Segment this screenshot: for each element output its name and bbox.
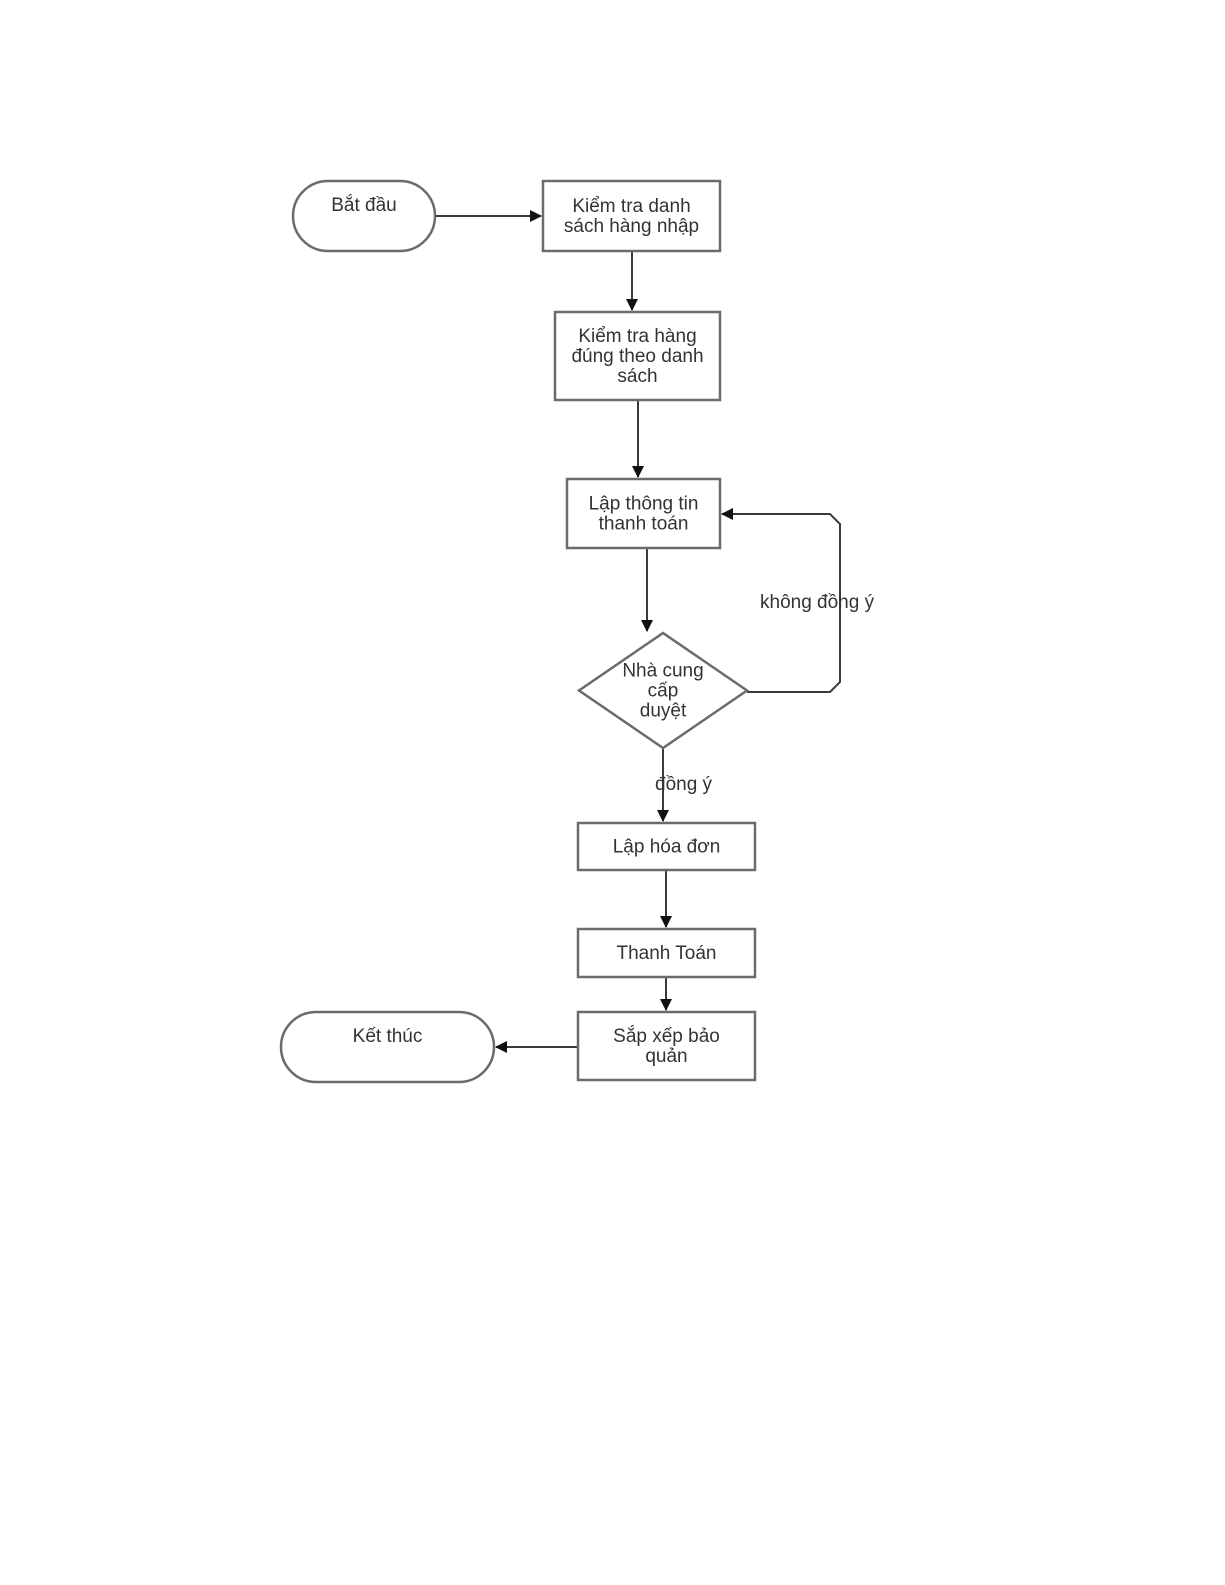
node-pay[interactable]: Thanh Toán — [578, 929, 755, 977]
node-label-supplier-approval: cấp — [648, 681, 679, 702]
node-label-supplier-approval: Nhà cung — [622, 661, 703, 682]
terminal-shape — [281, 1012, 494, 1082]
node-label-pay: Thanh Toán — [616, 943, 716, 964]
node-label-supplier-approval: duyệt — [640, 701, 687, 722]
edge-approval-to-invoice: đồng ý — [655, 748, 713, 821]
edge-label-approval-to-payment-info: không đồng ý — [760, 592, 875, 613]
node-invoice[interactable]: Lập hóa đơn — [578, 823, 755, 870]
node-label-invoice: Lập hóa đơn — [613, 837, 721, 858]
terminal-shape — [293, 181, 435, 251]
node-label-payment-info: Lập thông tin — [589, 494, 699, 515]
node-label-check-list: Kiểm tra danh — [572, 196, 690, 217]
node-label-check-list: sách hàng nhập — [564, 216, 699, 237]
node-label-check-goods: Kiểm tra hàng — [578, 326, 696, 347]
edge-approval-to-payment-info: không đồng ý — [722, 514, 875, 692]
node-end[interactable]: Kết thúc — [281, 1012, 494, 1082]
edge-label-approval-to-invoice: đồng ý — [655, 774, 713, 795]
node-label-arrange: Sắp xếp bảo — [613, 1025, 720, 1047]
node-label-check-goods: sách — [617, 366, 657, 387]
node-label-start: Bắt đầu — [331, 194, 397, 216]
node-label-end: Kết thúc — [353, 1026, 423, 1047]
node-label-arrange: quản — [645, 1046, 687, 1067]
node-start[interactable]: Bắt đầu — [293, 181, 435, 251]
node-label-check-goods: đúng theo danh — [571, 346, 703, 367]
node-label-payment-info: thanh toán — [599, 514, 689, 535]
